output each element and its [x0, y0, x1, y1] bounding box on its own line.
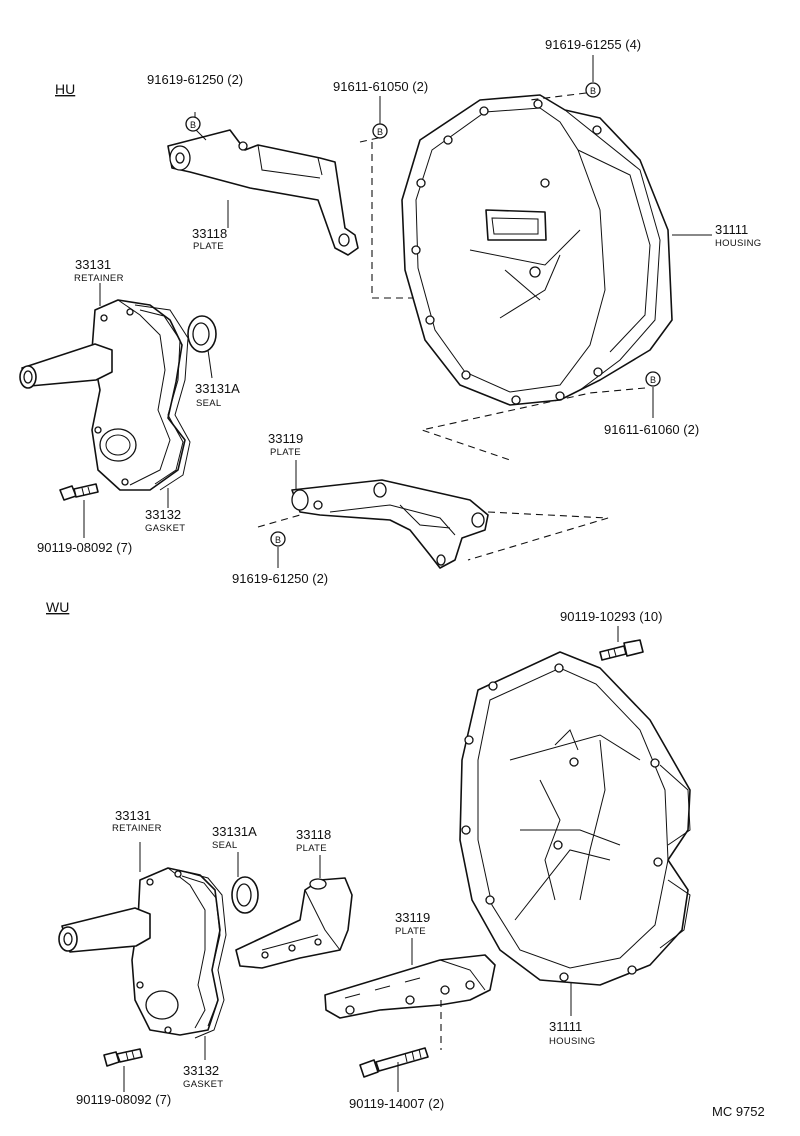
wu-plate-33118	[235, 877, 353, 969]
badge-b-icon: B	[585, 82, 601, 98]
badge-b-icon: B	[270, 531, 286, 547]
wu-seal-number: 33131A	[212, 824, 257, 839]
hu-bolt-housing-a-label: 91611-61050 (2)	[333, 79, 428, 94]
wu-retainer-number: 33131	[115, 808, 151, 823]
dashed-guide	[257, 514, 301, 528]
wu-gasket-33132	[177, 869, 227, 1039]
section-label-wu: WU	[46, 599, 69, 615]
dashed-guide	[529, 92, 587, 101]
hu-plate2-number: 33119	[268, 431, 303, 446]
hu-plate-33118	[167, 129, 359, 256]
hu-seal-number: 33131A	[195, 381, 240, 396]
hu-seal-name: SEAL	[196, 398, 222, 409]
hu-bolt-icon	[59, 483, 99, 501]
wu-bolt-plate-label: 90119-14007 (2)	[349, 1096, 444, 1111]
wu-bolt-icon	[359, 1047, 429, 1078]
svg-text:B: B	[377, 127, 383, 137]
hu-plate1-number: 33118	[192, 226, 227, 241]
hu-seal-33131a	[187, 315, 217, 353]
hu-gasket-number: 33132	[145, 507, 181, 522]
badge-b-icon: B	[372, 123, 388, 139]
hu-bolt-plate2-label: 91619-61250 (2)	[232, 571, 328, 586]
dashed-guide	[371, 142, 415, 299]
hu-retainer-number: 33131	[75, 257, 111, 272]
wu-bolt-icon	[599, 639, 644, 661]
hu-housing-31111	[401, 94, 673, 406]
hu-gasket-name: GASKET	[145, 523, 185, 534]
leader-line	[207, 349, 213, 379]
wu-housing-31111	[459, 651, 691, 986]
hu-plate1-name: PLATE	[193, 241, 224, 252]
section-label-hu: HU	[55, 81, 75, 97]
svg-text:B: B	[190, 120, 196, 130]
wu-bolt-icon	[103, 1048, 143, 1067]
leader-line	[195, 129, 207, 141]
hu-bolt-housing-top-label: 91619-61255 (4)	[545, 37, 641, 52]
wu-bolt-retainer-label: 90119-08092 (7)	[76, 1092, 171, 1107]
wu-retainer-name: RETAINER	[112, 823, 162, 834]
wu-retainer-33131	[58, 867, 221, 1036]
wu-housing-name: HOUSING	[549, 1036, 595, 1047]
dashed-guide	[419, 387, 646, 461]
hu-retainer-name: RETAINER	[74, 273, 124, 284]
badge-b-icon: B	[645, 371, 661, 387]
hu-housing-name: HOUSING	[715, 238, 761, 249]
wu-gasket-name: GASKET	[183, 1079, 223, 1090]
dashed-guide	[467, 511, 609, 561]
hu-bolt-housing-b-label: 91611-61060 (2)	[604, 422, 699, 437]
hu-plate-33119	[291, 479, 489, 569]
wu-plate2-number: 33119	[395, 910, 430, 925]
hu-bolt-plate1-label: 91619-61250 (2)	[147, 72, 243, 87]
badge-b-icon: B	[185, 116, 201, 132]
wu-bolt-housing-label: 90119-10293 (10)	[560, 609, 662, 624]
wu-plate1-name: PLATE	[296, 843, 327, 854]
wu-housing-number: 31111	[549, 1019, 582, 1034]
svg-text:B: B	[590, 86, 596, 96]
dashed-guide	[359, 137, 379, 143]
wu-plate1-number: 33118	[296, 827, 331, 842]
figure-code: MC 9752	[712, 1104, 765, 1119]
hu-plate2-name: PLATE	[270, 447, 301, 458]
wu-plate2-name: PLATE	[395, 926, 426, 937]
svg-text:B: B	[650, 375, 656, 385]
wu-gasket-number: 33132	[183, 1063, 219, 1078]
wu-plate-33119	[324, 954, 496, 1019]
hu-bolt-retainer-label: 90119-08092 (7)	[37, 540, 132, 555]
hu-housing-number: 31111	[715, 222, 748, 237]
wu-seal-name: SEAL	[212, 840, 238, 851]
hu-gasket-33132	[134, 304, 191, 491]
hu-retainer-33131	[19, 299, 186, 491]
svg-text:B: B	[275, 535, 281, 545]
wu-seal-33131a	[231, 876, 259, 914]
